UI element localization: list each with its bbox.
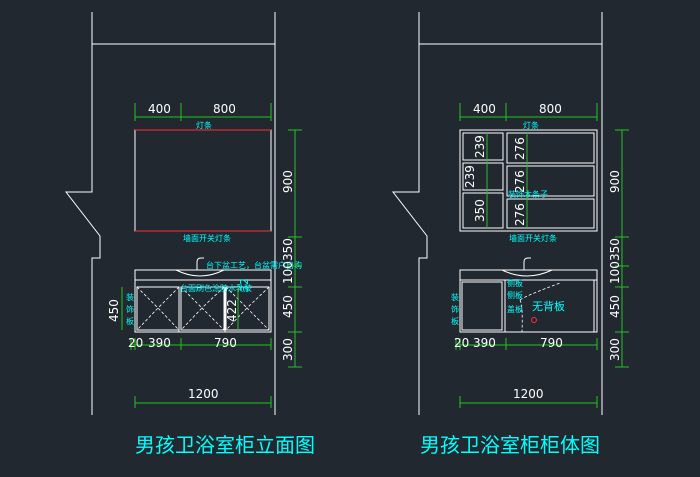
left-bottom-dim-790: 790 bbox=[214, 336, 237, 350]
left-side-panel-2: 饰 bbox=[126, 304, 134, 314]
right-right-dim-350: 350 bbox=[608, 238, 622, 261]
right-faucet-icon bbox=[523, 257, 531, 270]
right-shelf-unit bbox=[459, 129, 598, 232]
right-top-dim-800: 800 bbox=[539, 102, 562, 116]
right-overall-dim-1200: 1200 bbox=[513, 387, 544, 401]
right-vanity-body bbox=[459, 269, 598, 333]
right-marker-icon bbox=[531, 317, 537, 323]
left-inner-dim-422: 422 bbox=[225, 299, 239, 322]
right-note-light-strip: 灯条 bbox=[523, 120, 539, 130]
right-right-dim-900: 900 bbox=[608, 170, 622, 193]
left-note-wall-switch: 墙面开关灯条 bbox=[183, 233, 231, 243]
left-right-dim-100: 100 bbox=[281, 261, 295, 284]
right-right-dim-100: 100 bbox=[608, 261, 622, 284]
left-note-drawer: 台面刷色涂防水乳胶 bbox=[180, 283, 252, 293]
left-vanity-body bbox=[134, 269, 272, 333]
left-note-light-strip: 灯条 bbox=[196, 120, 212, 130]
left-right-dim-900: 900 bbox=[281, 170, 295, 193]
right-leg-note-3: 盖板 bbox=[507, 304, 523, 314]
right-bottom-dim-390: 390 bbox=[473, 336, 496, 350]
right-right-dim-450: 450 bbox=[608, 295, 622, 318]
left-right-dimension: 900 350 100 450 300 bbox=[281, 129, 302, 368]
left-side-panel-3: 板 bbox=[126, 316, 134, 326]
right-shelf-dim-239a: 239 bbox=[473, 135, 487, 158]
left-inner-dim-32: 32 bbox=[238, 278, 251, 292]
left-drawing-title: 男孩卫浴室柜立面图 bbox=[135, 433, 315, 457]
right-elevation: 400 800 239 239 350 276 276 276 灯条 装饰木条子… bbox=[391, 12, 629, 457]
right-leg-note-1: 侧板 bbox=[507, 278, 523, 288]
right-shelf-dim-276c: 276 bbox=[513, 203, 527, 226]
right-right-dim-300: 300 bbox=[608, 338, 622, 361]
left-side-panel-1: 装 bbox=[126, 292, 134, 302]
right-basin-icon bbox=[501, 269, 553, 277]
left-wall-outline bbox=[64, 12, 276, 415]
left-mirror-panel bbox=[134, 129, 272, 232]
right-shelf-dim-239b: 239 bbox=[463, 165, 477, 188]
right-note-wall-switch: 墙面开关灯条 bbox=[509, 233, 557, 243]
left-right-dim-350: 350 bbox=[281, 238, 295, 261]
right-bottom-dim-790: 790 bbox=[540, 336, 563, 350]
right-shelf-dim-276b: 276 bbox=[513, 170, 527, 193]
right-bottom-dimension: 20 390 790 1200 bbox=[454, 336, 598, 408]
left-faucet-icon bbox=[196, 257, 204, 270]
left-bottom-dim-390: 390 bbox=[148, 336, 171, 350]
right-note-no-back: 无背板 bbox=[532, 299, 565, 313]
right-side-panel-2: 饰 bbox=[451, 304, 459, 314]
right-wall-outline bbox=[391, 12, 603, 415]
right-leg-note-2: 侧板 bbox=[507, 290, 523, 300]
right-top-dimension: 400 800 bbox=[459, 102, 598, 121]
left-top-dim-400: 400 bbox=[148, 102, 171, 116]
left-note-counter: 台下盆工艺，台盆需户自购 bbox=[206, 260, 302, 270]
left-bottom-dimension: 20 390 790 1200 bbox=[128, 336, 272, 408]
right-right-dimension: 900 350 100 450 300 bbox=[608, 129, 629, 368]
left-right-dim-300: 300 bbox=[281, 338, 295, 361]
right-top-dim-400: 400 bbox=[473, 102, 496, 116]
right-side-panel-3: 板 bbox=[451, 316, 459, 326]
right-note-glass-shelf: 装饰木条子 bbox=[508, 189, 548, 199]
left-right-dim-450: 450 bbox=[281, 295, 295, 318]
right-drawing-title: 男孩卫浴室柜柜体图 bbox=[420, 433, 600, 457]
left-top-dim-800: 800 bbox=[213, 102, 236, 116]
right-shelf-dim-350: 350 bbox=[473, 199, 487, 222]
left-top-dimension: 400 800 bbox=[134, 102, 272, 121]
left-inner-dim-450: 450 bbox=[107, 299, 121, 322]
left-bottom-dim-20: 20 bbox=[128, 336, 143, 350]
right-bottom-dim-20: 20 bbox=[454, 336, 469, 350]
right-side-panel-1: 装 bbox=[451, 292, 459, 302]
right-shelf-dim-276a: 276 bbox=[513, 137, 527, 160]
left-overall-dim-1200: 1200 bbox=[188, 387, 219, 401]
left-basin-icon bbox=[175, 269, 225, 277]
left-elevation: 400 800 灯条 墙面开关灯条 台下盆工艺，台盆需户自购 台面刷色涂防水乳胶… bbox=[64, 12, 315, 457]
